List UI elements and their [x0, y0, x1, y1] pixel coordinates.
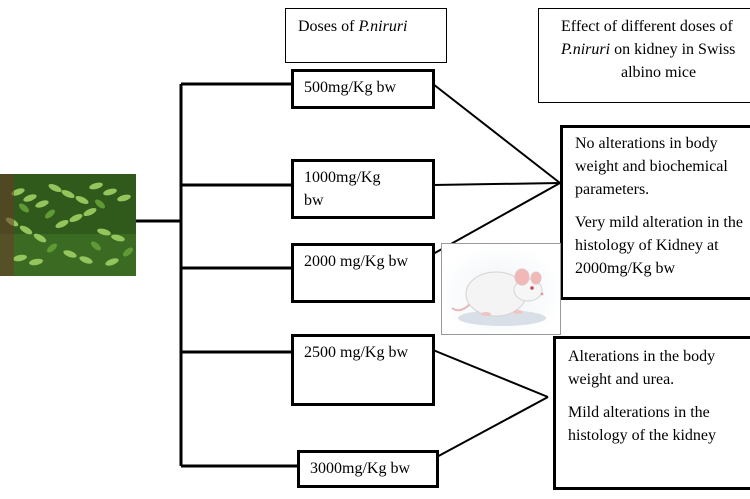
dose-box-500: 500mg/Kg bw — [291, 69, 435, 109]
doses-title-species: P.niruri — [358, 18, 408, 35]
doses-title-prefix: Doses of — [298, 18, 359, 35]
doses-title-box: Doses of P.niruri — [285, 8, 447, 63]
link-3000-effect — [432, 396, 549, 460]
link-2500-effect — [432, 349, 549, 398]
link-1000-effect — [432, 182, 561, 186]
dose-label-3000: 3000mg/Kg bw — [310, 460, 410, 477]
link-2000-effect — [432, 182, 561, 255]
effect-title-species: P.niruri — [561, 41, 611, 58]
dose-label-1000: 1000mg/Kg bw — [304, 169, 381, 209]
effect-title-box: Effect of different doses of P.niruri on… — [538, 8, 750, 103]
mouse-image — [441, 243, 561, 335]
effect-title-line3: albino mice — [621, 64, 697, 81]
effect-low-text-2: Very mild alteration in the histology of… — [575, 214, 743, 277]
dose-label-2500: 2500 mg/Kg bw — [304, 344, 408, 361]
dose-box-2500: 2500 mg/Kg bw — [291, 334, 435, 406]
effect-box-low-dose: No alterations in body weight and bioche… — [560, 125, 750, 300]
link-500-effect — [432, 83, 561, 184]
dose-label-500: 500mg/Kg bw — [304, 79, 396, 96]
effect-title-line2: on kidney in Swiss — [610, 41, 736, 58]
dose-box-3000: 3000mg/Kg bw — [297, 450, 439, 488]
plant-image — [0, 174, 136, 276]
effect-low-text-1: No alterations in body weight and bioche… — [575, 135, 728, 198]
dose-box-1000: 1000mg/Kg bw — [291, 159, 435, 219]
effect-box-high-dose: Alterations in the body weight and urea.… — [553, 336, 750, 490]
effect-title-line1: Effect of different doses of — [561, 18, 733, 35]
dose-label-2000: 2000 mg/Kg bw — [304, 253, 408, 270]
dose-box-2000: 2000 mg/Kg bw — [291, 243, 435, 303]
effect-high-text-1: Alterations in the body weight and urea. — [568, 348, 716, 388]
effect-high-text-2: Mild alterations in the histology of the… — [568, 404, 716, 444]
